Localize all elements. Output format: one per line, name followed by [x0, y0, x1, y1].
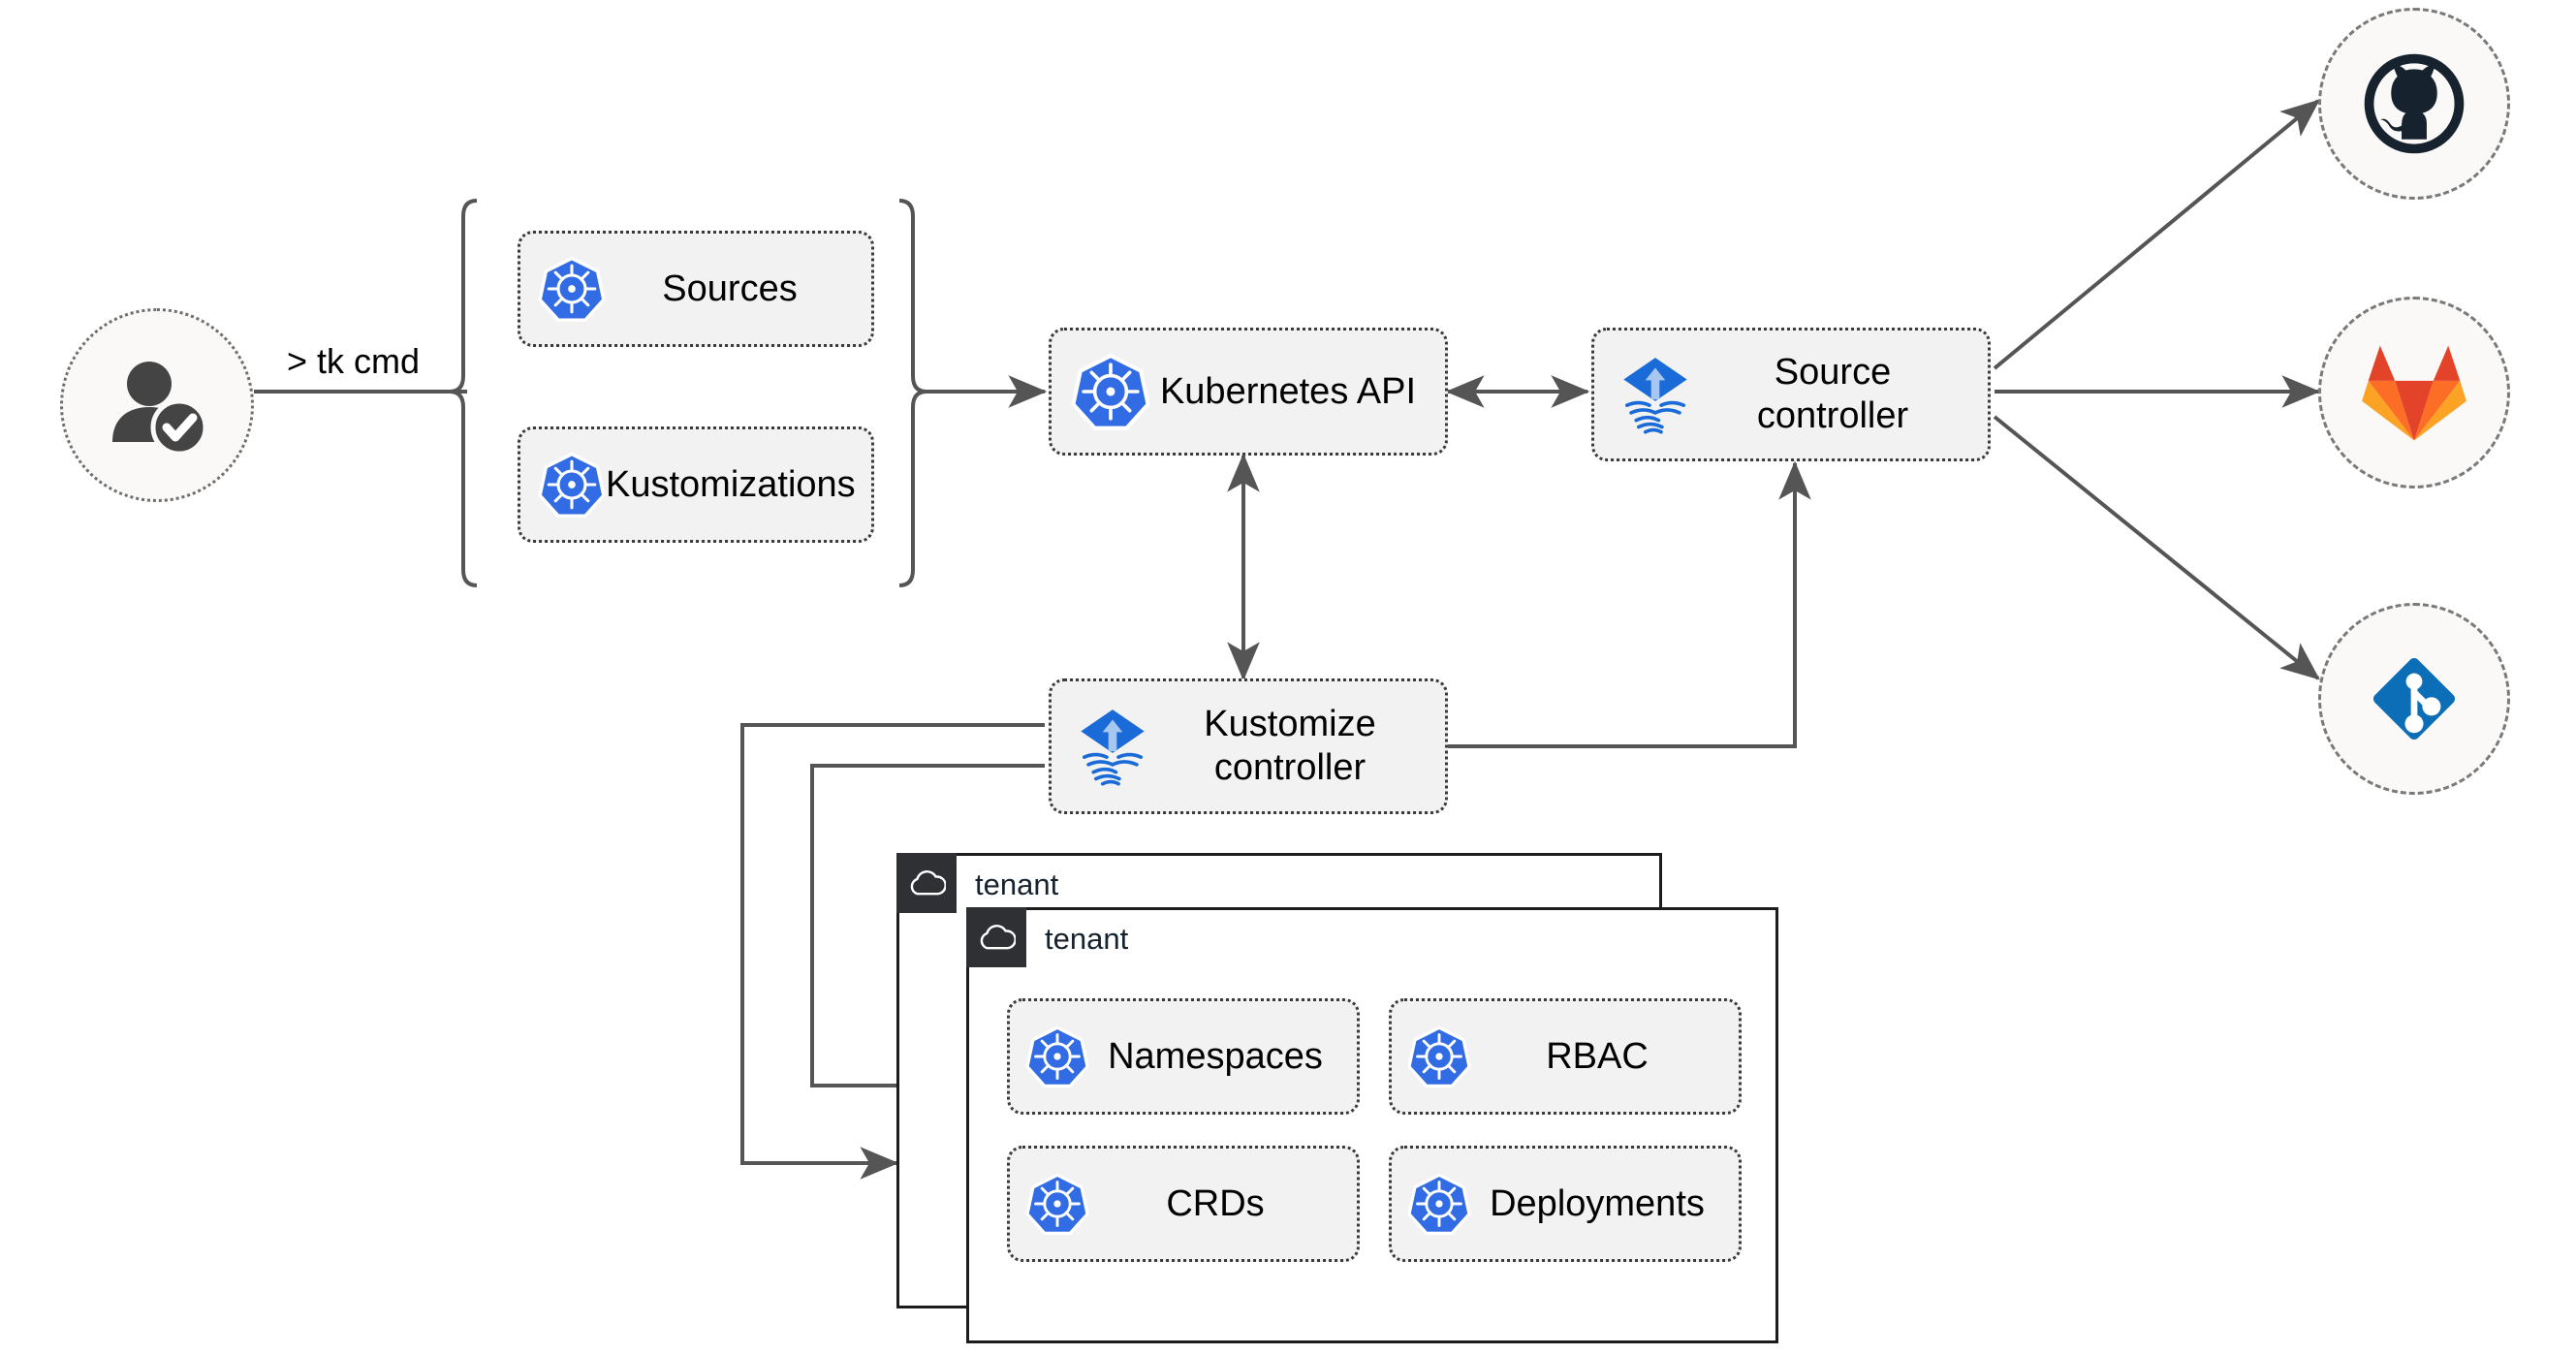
cloud-icon [966, 907, 1026, 967]
github-icon [2364, 53, 2465, 154]
flux-icon [1614, 353, 1697, 436]
resource-namespaces-label: Namespaces [1108, 1035, 1323, 1077]
crd-kustomizations-label: Kustomizations [606, 463, 856, 505]
kubernetes-icon [1025, 1172, 1089, 1236]
tenant-name-front: tenant [1045, 921, 1129, 956]
wire-source-to-git [1993, 415, 2320, 680]
wire-kustomize-to-source-controller [1448, 460, 1811, 748]
tenant-name-back: tenant [975, 867, 1059, 901]
kubernetes-icon [1407, 1172, 1471, 1236]
tenant-tab-front [966, 907, 1026, 967]
git-icon [2372, 657, 2456, 741]
resource-crds-label: CRDs [1166, 1182, 1265, 1224]
flux-icon [1071, 705, 1154, 788]
resource-deployments-label: Deployments [1490, 1182, 1705, 1224]
crd-sources-box[interactable]: Sources [518, 231, 874, 347]
kubernetes-icon [1407, 1024, 1471, 1088]
crd-kustomizations-box[interactable]: Kustomizations [518, 426, 874, 543]
left-brace [449, 199, 478, 587]
kustomize-controller-label: Kustomize controller [1204, 704, 1376, 788]
command-label: > tk cmd [287, 341, 421, 381]
user-verified-icon [112, 362, 208, 457]
resource-rbac-box[interactable]: RBAC [1389, 998, 1742, 1115]
resource-namespaces-box[interactable]: Namespaces [1007, 998, 1360, 1115]
cloud-icon [896, 853, 957, 913]
resource-rbac-label: RBAC [1546, 1035, 1649, 1077]
crd-sources-label: Sources [662, 268, 798, 309]
kustomize-controller-box[interactable]: Kustomize controller [1049, 678, 1448, 814]
kubernetes-api-box[interactable]: Kubernetes API [1049, 328, 1448, 456]
resource-crds-box[interactable]: CRDs [1007, 1146, 1360, 1262]
kubernetes-icon [1071, 352, 1150, 431]
git-provider-github[interactable] [2318, 8, 2510, 200]
wire-source-to-github [1993, 99, 2320, 370]
git-provider-gitlab[interactable] [2318, 297, 2510, 488]
gitlab-icon [2362, 345, 2466, 441]
resource-deployments-box[interactable]: Deployments [1389, 1146, 1742, 1262]
kubernetes-icon [538, 255, 606, 323]
tenant-panel-front[interactable]: tenant [966, 907, 1778, 1343]
git-provider-git[interactable] [2318, 603, 2510, 795]
right-brace [898, 199, 927, 587]
tenant-tab-back [896, 853, 957, 913]
actor-user-circle [60, 308, 254, 502]
source-controller-label: Source controller [1756, 352, 1909, 436]
kubernetes-icon [1025, 1024, 1089, 1088]
source-controller-box[interactable]: Source controller [1591, 328, 1991, 461]
kubernetes-icon [538, 451, 606, 519]
kubernetes-api-label: Kubernetes API [1159, 370, 1417, 412]
